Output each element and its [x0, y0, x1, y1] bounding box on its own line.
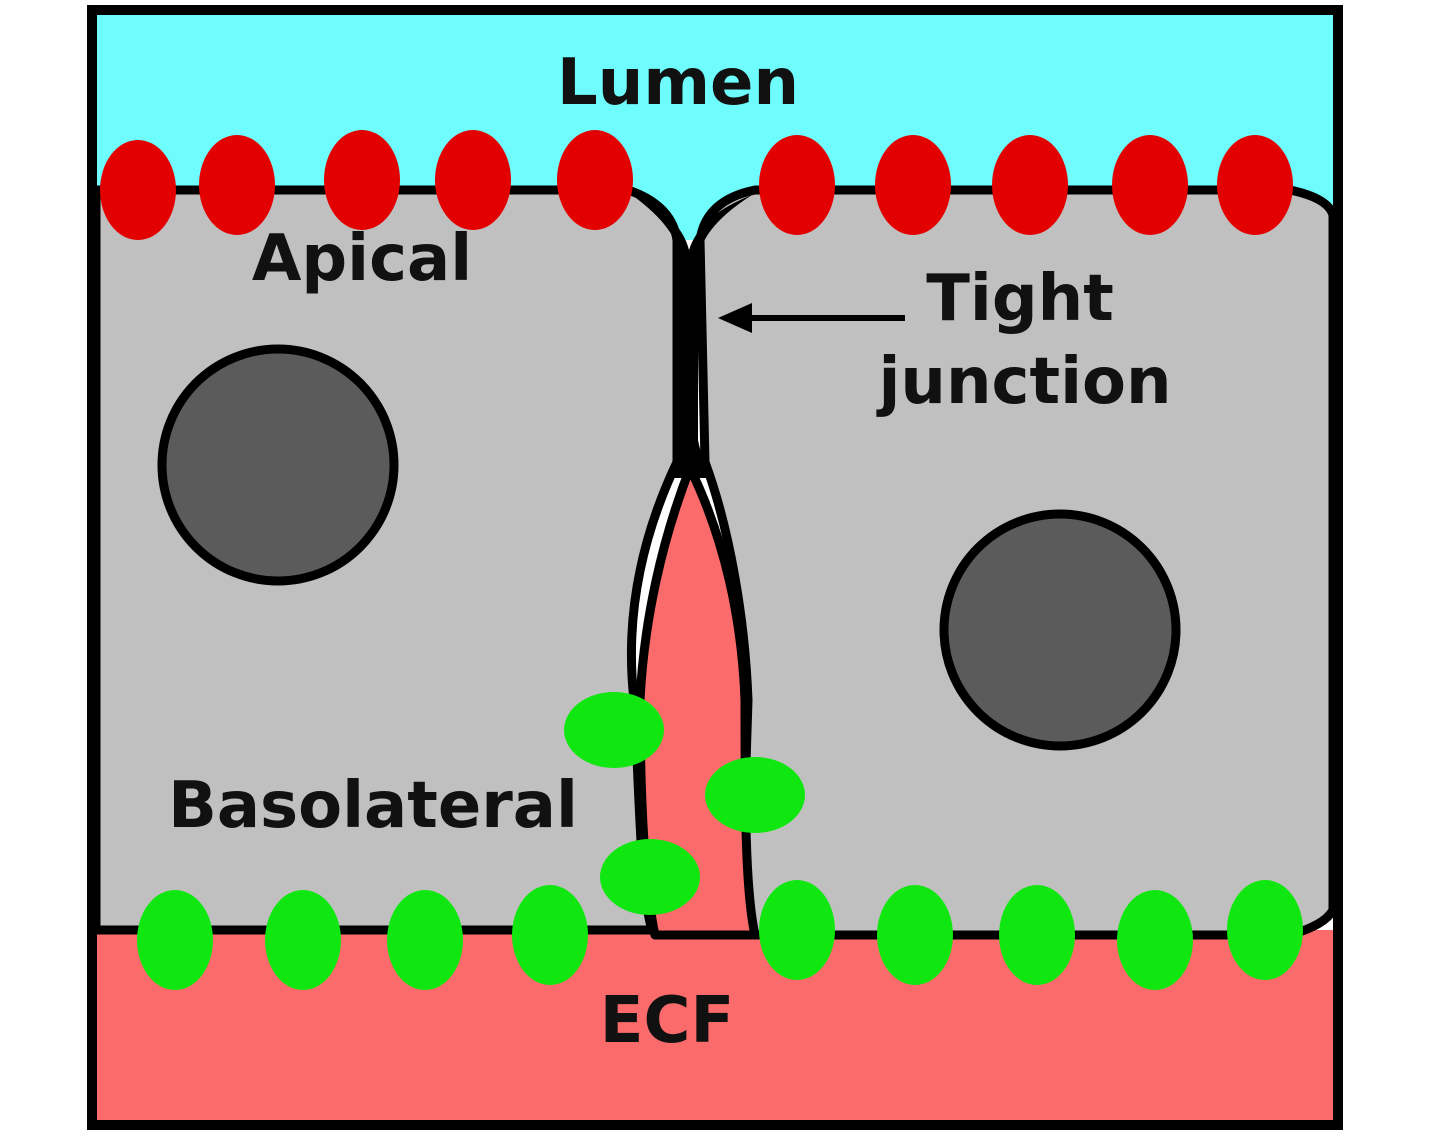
lateral-protein [600, 839, 700, 915]
apical-protein [1112, 135, 1188, 235]
basolateral-protein [759, 880, 835, 980]
apical-proteins [100, 130, 1293, 240]
apical-protein [759, 135, 835, 235]
apical-protein [1217, 135, 1293, 235]
apical-label: Apical [252, 222, 472, 296]
apical-protein [875, 135, 951, 235]
basolateral-proteins [137, 692, 1303, 990]
basolateral-protein [1117, 890, 1193, 990]
basolateral-label: Basolateral [168, 769, 578, 843]
basolateral-protein [877, 885, 953, 985]
basolateral-protein [999, 885, 1075, 985]
basolateral-protein [265, 890, 341, 990]
diagram-frame [87, 5, 1343, 1130]
basolateral-protein [512, 885, 588, 985]
apical-protein [100, 140, 176, 240]
apical-protein [435, 130, 511, 230]
tight-junction [632, 195, 752, 478]
apical-protein [199, 135, 275, 235]
apical-protein [324, 130, 400, 230]
left-nucleus [157, 344, 399, 586]
basolateral-protein [1227, 880, 1303, 980]
lateral-protein [564, 692, 664, 768]
ecf-label: ECF [600, 984, 734, 1058]
lateral-protein [705, 757, 805, 833]
tight-junction-arrow [718, 303, 905, 333]
lumen-label: Lumen [557, 46, 799, 120]
basolateral-protein [387, 890, 463, 990]
tight-junction-label-line1: Tight [926, 262, 1114, 336]
apical-protein [557, 130, 633, 230]
apical-protein [992, 135, 1068, 235]
tight-junction-label-line2: junction [875, 345, 1171, 419]
right-nucleus [939, 509, 1181, 751]
basolateral-protein [137, 890, 213, 990]
